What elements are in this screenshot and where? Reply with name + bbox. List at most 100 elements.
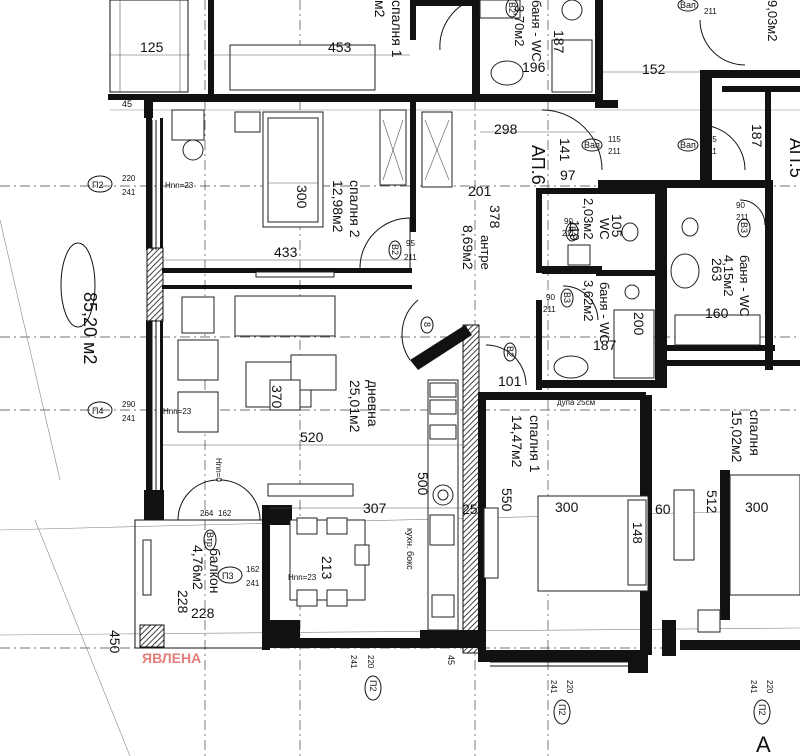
dim-228a: 228 <box>175 590 191 614</box>
label-t90a: 90 <box>564 217 573 226</box>
dimensions: 125 453 152 298 201 378 300 433 370 520 … <box>107 30 769 665</box>
tag-p3: П3 <box>222 571 233 581</box>
tag-v2a: В2 <box>390 244 400 255</box>
dim-25: 25 <box>462 501 478 517</box>
label-hnn23c: Hnn=23 <box>288 573 317 582</box>
room-area-antre: 8,69м2 <box>460 225 476 270</box>
label-t211a: 211 <box>562 229 575 238</box>
label-t115b: 115 <box>704 135 717 144</box>
label-t220d: 220 <box>765 680 774 694</box>
dim-520: 520 <box>300 429 324 445</box>
label-t220b: 220 <box>366 655 375 669</box>
dim-378: 378 <box>487 205 503 229</box>
tag-v3a: В3 <box>562 292 572 303</box>
label-t241a: 241 <box>122 188 136 197</box>
room-area-dnevna: 25,01м2 <box>347 380 363 433</box>
dim-550: 550 <box>499 488 515 512</box>
label-t90b: 90 <box>546 293 555 302</box>
room-name-banya-top: баня - WC <box>529 0 544 62</box>
room-area-spalnya1: 14,47м2 <box>509 415 525 468</box>
label-t211f: 211 <box>704 7 717 16</box>
label-t290: 290 <box>122 400 136 409</box>
small-labels: 220 241 Hnn=23 290 241 Hnn=23 162 241 Hn… <box>122 7 774 694</box>
room-name-spalnya-ap5: спалня <box>747 410 763 456</box>
room-area-spalnya-ap5: 15,02м2 <box>729 410 745 463</box>
label-t264: 264 <box>200 509 214 518</box>
room-name-dnevna: дневна <box>365 380 381 427</box>
tag-x8: 8 <box>422 322 432 327</box>
dim-450: 450 <box>107 630 123 654</box>
label-t241f: 241 <box>749 680 758 694</box>
room-name-balkon: балкон <box>207 548 223 593</box>
room-name-wc-small: WC <box>597 218 612 240</box>
room-name-antre: антре <box>478 235 493 270</box>
furniture <box>142 0 800 633</box>
windows <box>109 0 630 667</box>
dim-300b: 300 <box>555 499 579 515</box>
corner-letter: A <box>756 732 771 756</box>
dim-228b: 228 <box>191 605 215 621</box>
tag-p2-b3: П2 <box>757 704 767 715</box>
label-t211e: 211 <box>704 147 717 156</box>
label-t211d: 211 <box>608 147 621 156</box>
label-t241d: 241 <box>349 655 358 669</box>
dim-300a: 300 <box>294 185 310 209</box>
doors <box>177 0 766 521</box>
room-area-balkon: 4,76м2 <box>190 545 206 590</box>
dim-453: 453 <box>328 39 352 55</box>
walls <box>108 0 800 673</box>
tag-p2-b2: П2 <box>557 704 567 715</box>
dim-433: 433 <box>274 244 298 260</box>
dim-152: 152 <box>642 61 666 77</box>
tag-vap-c: Вап <box>680 0 696 10</box>
room-area-spalnya2: 12,98м2 <box>330 180 346 233</box>
label-t95: 95 <box>406 239 415 248</box>
dim-187c: 187 <box>749 124 765 148</box>
label-t220c: 220 <box>565 680 574 694</box>
element-tags: П2 П4 П3 П2 П2 П2 В2 В3 В3 В3 В2 В2 Втр … <box>87 0 771 725</box>
room-area-top-right: 9,03м2 <box>765 0 780 41</box>
dim-512: 512 <box>704 490 720 514</box>
dim-160: 160 <box>705 305 729 321</box>
room-area-banya1: 3,62м2 <box>581 280 596 321</box>
room-name-spalnya-top: спалня 1 <box>389 0 405 58</box>
apartment-area: 85,20 м2 <box>80 292 100 364</box>
dim-201: 201 <box>468 183 492 199</box>
tag-p2-left: П2 <box>92 180 103 190</box>
dim-60: 60 <box>655 501 671 517</box>
room-name-spalnya1: спалня 1 <box>527 415 543 473</box>
room-area-banya-ap5: 4,15м2 <box>721 255 736 296</box>
tag-vap-a: Вап <box>584 140 600 150</box>
tag-vtr: Втр <box>205 532 215 547</box>
tag-v2b: В2 <box>505 346 515 357</box>
dim-141: 141 <box>557 138 573 162</box>
tag-vap-b: Вап <box>680 140 696 150</box>
label-t162b: 162 <box>218 509 232 518</box>
label-t90c: 90 <box>736 201 745 210</box>
label-hnn0: Hnn=0 <box>214 458 223 482</box>
label-t211c: 211 <box>404 253 417 262</box>
apartment-label-ap6: АП.6 <box>528 145 548 185</box>
dim-200: 200 <box>631 312 647 336</box>
dim-119: 119 <box>567 220 582 241</box>
tag-v3c: В3 <box>739 222 749 233</box>
label-dup: дупа 25см <box>557 398 595 407</box>
label-t211g: 211 <box>736 213 749 222</box>
tag-p2-b1: П2 <box>368 680 378 691</box>
label-t241c: 241 <box>246 579 260 588</box>
dim-45b: 45 <box>446 655 456 665</box>
label-t220a: 220 <box>122 174 136 183</box>
room-area-spalnya-top: м2 <box>372 0 388 18</box>
apartment-label-ap5: АП.5 <box>786 138 800 178</box>
dim-300c: 300 <box>745 499 769 515</box>
label-hnn23a: Hnn=23 <box>165 181 194 190</box>
dim-105: 105 <box>609 214 625 238</box>
dim-263: 263 <box>709 258 725 282</box>
dim-307: 307 <box>363 500 387 516</box>
room-name-banya-ap5: баня - WC <box>737 255 752 317</box>
room-name-spalnya2: спалня 2 <box>347 180 363 238</box>
label-t241b: 241 <box>122 414 136 423</box>
label-t162: 162 <box>246 565 260 574</box>
label-t115a: 115 <box>608 135 621 144</box>
dim-213: 213 <box>319 556 335 580</box>
